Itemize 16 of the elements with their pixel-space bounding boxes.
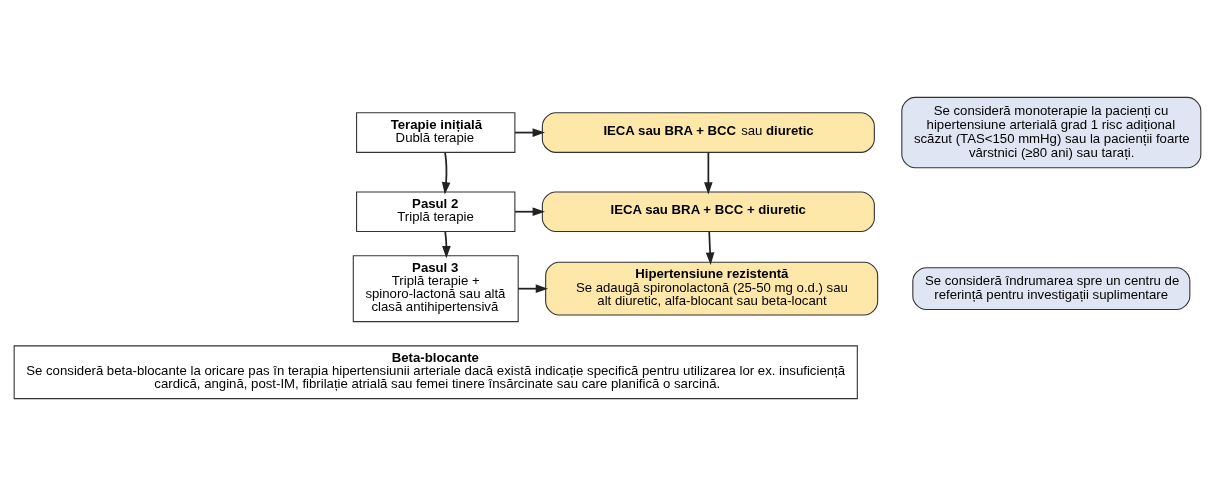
arrow: [705, 230, 715, 265]
arrow: [704, 151, 713, 195]
node-box: Beta-blocante Se consideră beta-blocante la oricare pas în terapia hipertensiunii arteriale dacă există indicație specifică pentru utilizarea lor ex. insuficiență cardică, angină, post-IM, fibrilație atrială sau femei tinere însărcinate sau care planifică o sarcină.: [13, 345, 858, 400]
node-box: Se consideră îndrumarea spre un centru de referință pentru investigații suplimentare: [912, 267, 1191, 311]
arrow: [441, 151, 451, 195]
node-box: Hipertensiune rezistentă Se adaugă spironolactonă (25-50 mg o.d.) sau alt diuretic, alfa-blocant sau beta-locant: [545, 261, 879, 316]
node-box: IECA sau BRA + BCC sau diuretic: [541, 112, 875, 153]
node-box: Pasul 2 Triplă terapie: [356, 191, 516, 233]
node-box: Se consideră monoterapie la pacienți cu hipertensiune arterială grad 1 risc adițional scăzut (TAS<150 mmHg) sau la pacienții foarte vârstnici (≥80 ani) sau tarați.: [901, 96, 1202, 169]
arrow: [514, 128, 545, 137]
arrow: [514, 207, 545, 217]
arrow: [517, 284, 549, 293]
arrow: [442, 230, 451, 259]
node-box: Pasul 3 Triplă terapie + spinoro-lactonă sau altă clasă antihipertensivă: [352, 255, 519, 323]
node-box: IECA sau BRA + BCC + diuretic: [541, 191, 875, 233]
node-box: Terapie inițială Dublă terapie: [356, 112, 516, 153]
